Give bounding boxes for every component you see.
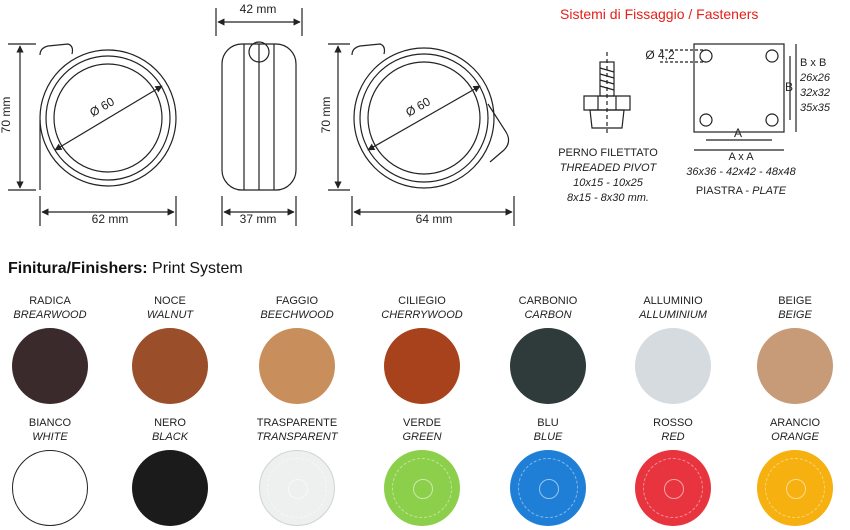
finish-color-disc xyxy=(12,450,88,526)
plate-bxb-block: B x B 26x26 32x32 35x35 xyxy=(800,56,846,116)
plate-label-it: PIASTRA xyxy=(695,185,743,197)
finish-name-en: WALNUT xyxy=(146,309,194,321)
pivot-sizes-1: 10x15 - 10x25 xyxy=(573,177,643,189)
finish-name-en: WHITE xyxy=(32,431,68,443)
finish-color-disc xyxy=(12,328,88,404)
finishes-title-rest: Print System xyxy=(152,260,243,277)
finish-color-disc xyxy=(757,328,833,404)
plate-label-sep: - xyxy=(745,185,750,197)
finish-swatch: NOCE WALNUT xyxy=(100,294,240,404)
plate-bxb-size: 35x35 xyxy=(800,102,830,114)
finish-swatch: NERO BLACK xyxy=(100,416,240,526)
finish-name-it: TRASPARENTE xyxy=(256,417,338,429)
finish-swatch: ALLUMINIO ALLUMINIUM xyxy=(603,294,743,404)
plate-caption: A x A 36x36 - 42x42 - 48x48 PIASTRA - PL… xyxy=(666,150,816,199)
plate-axa-sizes: 36x36 - 42x42 - 48x48 xyxy=(686,166,796,178)
finishes-title-bold: Finitura/Finishers: xyxy=(8,260,148,277)
finish-name-it: FAGGIO xyxy=(275,295,319,307)
finish-color-disc xyxy=(635,450,711,526)
pivot-caption: PERNO FILETTATO THREADED PIVOT 10x15 - 1… xyxy=(552,146,664,206)
finish-swatch: TRASPARENTE TRANSPARENT xyxy=(227,416,367,526)
finish-name-en: BEIGE xyxy=(778,309,812,321)
fasteners-title: Sistemi di Fissaggio / Fasteners xyxy=(560,6,759,22)
finish-color-disc xyxy=(635,328,711,404)
wheel-side-view xyxy=(221,41,297,191)
finish-name-it: VERDE xyxy=(403,417,441,429)
pivot-label-it: PERNO FILETTATO xyxy=(558,147,658,159)
finish-name-it: BEIGE xyxy=(778,295,812,307)
wheel-front-view-1 xyxy=(39,43,177,190)
plate-bxb-label: B x B xyxy=(800,57,827,69)
side-bottom-width-label: 37 mm xyxy=(239,212,277,226)
finish-color-disc xyxy=(510,328,586,404)
finishes-title: Finitura/Finishers: Print System xyxy=(8,260,243,278)
wheel2-height-label: 70 mm xyxy=(319,96,333,134)
plate-hole-label: Ø 4,2 xyxy=(645,48,675,62)
finish-color-disc xyxy=(757,450,833,526)
finish-name-en: ORANGE xyxy=(771,431,819,443)
finish-name-en: CHERRYWOOD xyxy=(381,309,463,321)
finish-color-disc xyxy=(510,450,586,526)
plate-bxb-size: 26x26 xyxy=(800,72,830,84)
technical-drawings xyxy=(8,8,797,226)
pivot-label-en: THREADED PIVOT xyxy=(559,162,657,174)
finish-name-en: BREARWOOD xyxy=(13,309,87,321)
finish-name-it: RADICA xyxy=(29,295,71,307)
finish-name-it: ARANCIO xyxy=(769,417,821,429)
plate-name: PIASTRA - PLATE xyxy=(666,184,816,199)
mounting-plate-drawing xyxy=(660,43,797,151)
finish-name-en: CARBON xyxy=(524,309,572,321)
finish-name-it: BLU xyxy=(537,417,559,429)
finish-name-it: NOCE xyxy=(154,295,186,307)
finish-name-en: BLACK xyxy=(151,431,189,443)
plate-side-b-label: B xyxy=(784,80,793,94)
finish-name-en: BLUE xyxy=(533,431,563,443)
finish-color-disc xyxy=(259,450,335,526)
finish-color-disc xyxy=(384,450,460,526)
plate-axa-label: A x A xyxy=(728,151,754,163)
finish-color-disc xyxy=(132,328,208,404)
finish-swatch: BIANCO WHITE xyxy=(0,416,120,526)
wheel2-width-label: 64 mm xyxy=(415,212,453,226)
wheel1-height-label: 70 mm xyxy=(0,96,13,134)
pivot-sizes-2: 8x15 - 8x30 mm. xyxy=(567,192,649,204)
finish-color-disc xyxy=(132,450,208,526)
finish-swatch: CILIEGIO CHERRYWOOD xyxy=(352,294,492,404)
finish-swatch: ROSSO RED xyxy=(603,416,743,526)
finish-color-disc xyxy=(259,328,335,404)
plate-bxb-size: 32x32 xyxy=(800,87,830,99)
side-top-width-label: 42 mm xyxy=(239,2,277,16)
finish-swatch: FAGGIO BEECHWOOD xyxy=(227,294,367,404)
finish-swatch: VERDE GREEN xyxy=(352,416,492,526)
finish-name-it: ALLUMINIO xyxy=(643,295,703,307)
wheel-front-view-2 xyxy=(351,43,510,189)
finish-color-disc xyxy=(384,328,460,404)
finish-name-it: NERO xyxy=(154,417,186,429)
threaded-pivot-drawing xyxy=(583,52,631,136)
finish-name-en: BEECHWOOD xyxy=(260,309,334,321)
plate-label-en: PLATE xyxy=(752,185,787,197)
finish-name-it: CARBONIO xyxy=(518,295,578,307)
finish-name-en: TRANSPARENT xyxy=(256,431,338,443)
finish-swatch: BEIGE BEIGE xyxy=(725,294,850,404)
finish-name-it: BIANCO xyxy=(28,417,72,429)
finish-name-it: CILIEGIO xyxy=(398,295,446,307)
wheel1-width-label: 62 mm xyxy=(91,212,129,226)
finish-name-en: RED xyxy=(661,431,685,443)
finish-name-it: ROSSO xyxy=(653,417,693,429)
finish-name-en: ALLUMINIUM xyxy=(639,309,707,321)
finish-name-en: GREEN xyxy=(402,431,442,443)
finish-swatch: ARANCIO ORANGE xyxy=(725,416,850,526)
plate-side-a-label: A xyxy=(733,126,742,140)
finish-swatch: RADICA BREARWOOD xyxy=(0,294,120,404)
finish-swatch: BLU BLUE xyxy=(478,416,618,526)
finish-swatch: CARBONIO CARBON xyxy=(478,294,618,404)
